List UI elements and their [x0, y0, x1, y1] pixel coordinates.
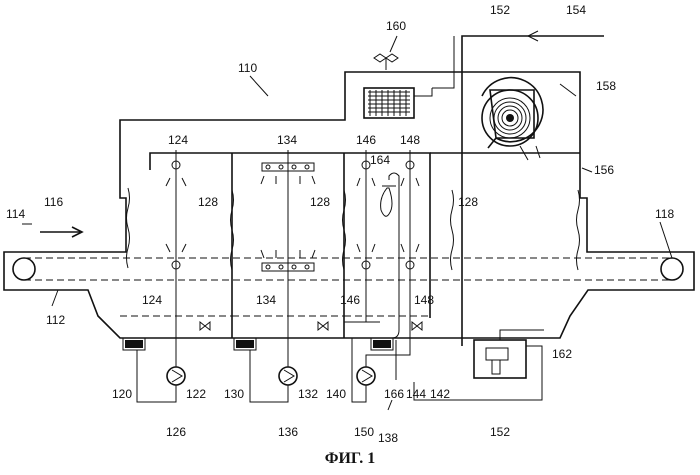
label-126: 126: [166, 425, 186, 439]
valve-2: [318, 322, 328, 330]
label-140: 140: [326, 387, 346, 401]
label-128b: 128: [310, 195, 330, 209]
reference-labels: 110 114 116 112 118 124 134 146 148 164 …: [6, 3, 674, 445]
label-128a: 128: [198, 195, 218, 209]
valve-3: [412, 322, 422, 330]
figure-caption: ФИГ. 1: [0, 450, 700, 468]
label-144: 144: [406, 387, 426, 401]
label-146a: 146: [356, 133, 376, 147]
heat-exchanger: [364, 88, 414, 118]
label-134a: 134: [277, 133, 297, 147]
label-124b: 124: [142, 293, 162, 307]
valve-1: [200, 322, 210, 330]
label-124a: 124: [168, 133, 188, 147]
pump-136: [250, 346, 297, 402]
label-110: 110: [238, 61, 257, 75]
inner-roof: [150, 153, 430, 318]
conveyor-belt: [13, 258, 683, 280]
curtain-1: [127, 188, 130, 268]
pump-126: [137, 346, 185, 402]
label-152b: 152: [490, 425, 510, 439]
conveyor-right-roller: [661, 258, 683, 280]
fan-158: [482, 78, 543, 148]
label-154: 154: [566, 3, 586, 17]
inlet-arrow: [40, 227, 82, 237]
conveyor-left-roller: [13, 258, 35, 280]
leader-lines: [22, 36, 672, 410]
label-164: 164: [370, 153, 390, 167]
label-132: 132: [298, 387, 318, 401]
label-120: 120: [112, 387, 132, 401]
label-130: 130: [224, 387, 244, 401]
spray-pipe-148: [401, 150, 419, 346]
label-122: 122: [186, 387, 206, 401]
label-166: 166: [384, 387, 404, 401]
label-118: 118: [655, 207, 674, 221]
patent-diagram: 110 114 116 112 118 124 134 146 148 164 …: [0, 0, 700, 450]
heater-140: [371, 338, 393, 350]
label-142: 142: [430, 387, 450, 401]
fan-motor-160: [374, 54, 398, 70]
label-112: 112: [46, 313, 65, 327]
label-152a: 152: [490, 3, 510, 17]
label-146b: 146: [340, 293, 360, 307]
label-156: 156: [594, 163, 614, 177]
label-136: 136: [278, 425, 298, 439]
label-160: 160: [386, 19, 406, 33]
label-158: 158: [596, 79, 616, 93]
heater-130: [234, 338, 256, 350]
label-150: 150: [354, 425, 374, 439]
dosing-device-164: [381, 173, 399, 338]
label-148a: 148: [400, 133, 420, 147]
label-116: 116: [44, 195, 63, 209]
label-162: 162: [552, 347, 572, 361]
label-114: 114: [6, 207, 25, 221]
heater-120: [123, 338, 145, 350]
label-138: 138: [378, 431, 398, 445]
spray-pipe-124: [166, 150, 186, 346]
spray-bar-134: [261, 150, 315, 346]
label-134b: 134: [256, 293, 276, 307]
label-128c: 128: [458, 195, 478, 209]
label-148b: 148: [414, 293, 434, 307]
